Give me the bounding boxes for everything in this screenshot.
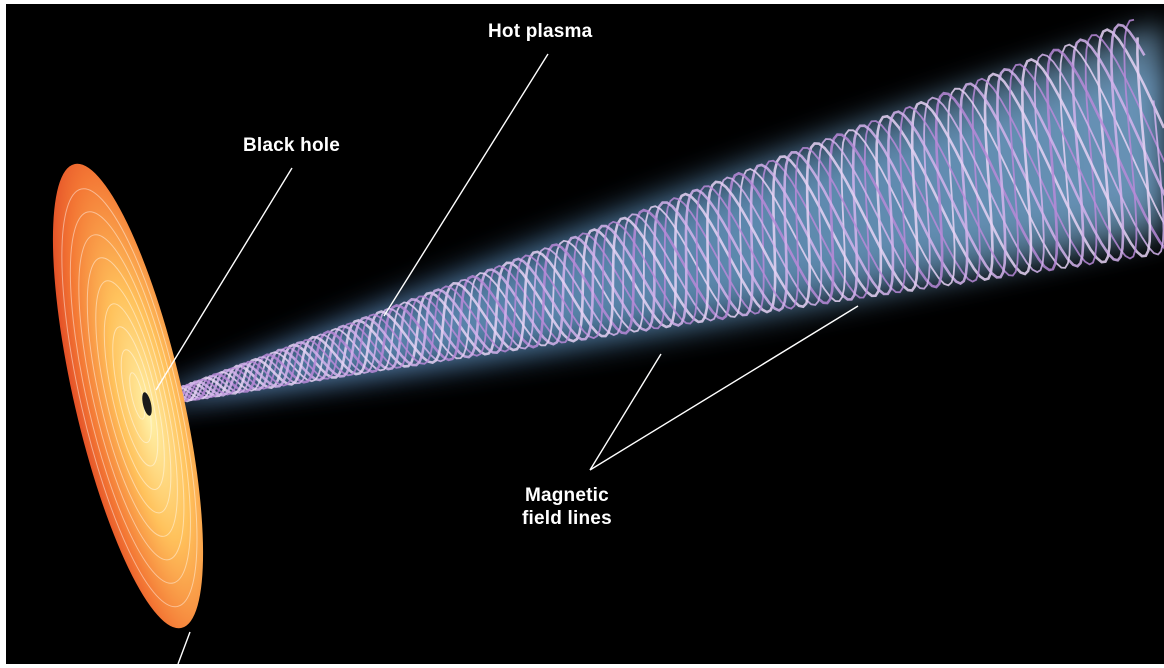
disk-contour bbox=[112, 326, 159, 467]
disk-contour bbox=[69, 211, 191, 584]
magnetic-field-lines bbox=[144, 18, 1164, 409]
jet-illustration bbox=[52, 18, 1164, 664]
leader-line-field-lines-left bbox=[589, 353, 662, 471]
magnetic-field-line bbox=[145, 38, 1164, 409]
magnetic-field-line bbox=[146, 43, 1164, 408]
magnetic-field-line bbox=[144, 23, 1146, 409]
magnetic-field-line bbox=[146, 34, 1164, 408]
disk-contour bbox=[78, 234, 185, 561]
magnetic-field-line bbox=[145, 53, 1164, 407]
disk-contour bbox=[86, 257, 178, 537]
leader-line-black-hole bbox=[155, 167, 293, 391]
disk-contour bbox=[103, 303, 165, 490]
black-hole-label: Black hole bbox=[243, 135, 341, 156]
leader-line-disk bbox=[177, 631, 191, 664]
disk-contour bbox=[95, 280, 172, 514]
black-hole bbox=[142, 392, 152, 416]
magnetic-field-line bbox=[144, 37, 1152, 408]
leader-line-field-lines-right bbox=[589, 305, 859, 471]
magnetic-field-line bbox=[145, 48, 1164, 407]
leader-line-hot-plasma bbox=[383, 53, 549, 317]
leader-lines bbox=[155, 53, 859, 664]
magnetic-field-lines-label: Magnetic field lines bbox=[522, 485, 612, 529]
diagram-frame: Hot plasma Black hole Magnetic field lin… bbox=[6, 4, 1164, 664]
magnetic-field-line bbox=[144, 18, 1138, 407]
hot-plasma-label: Hot plasma bbox=[488, 21, 593, 42]
disk-contour bbox=[129, 372, 146, 420]
disk-contour bbox=[61, 188, 198, 608]
